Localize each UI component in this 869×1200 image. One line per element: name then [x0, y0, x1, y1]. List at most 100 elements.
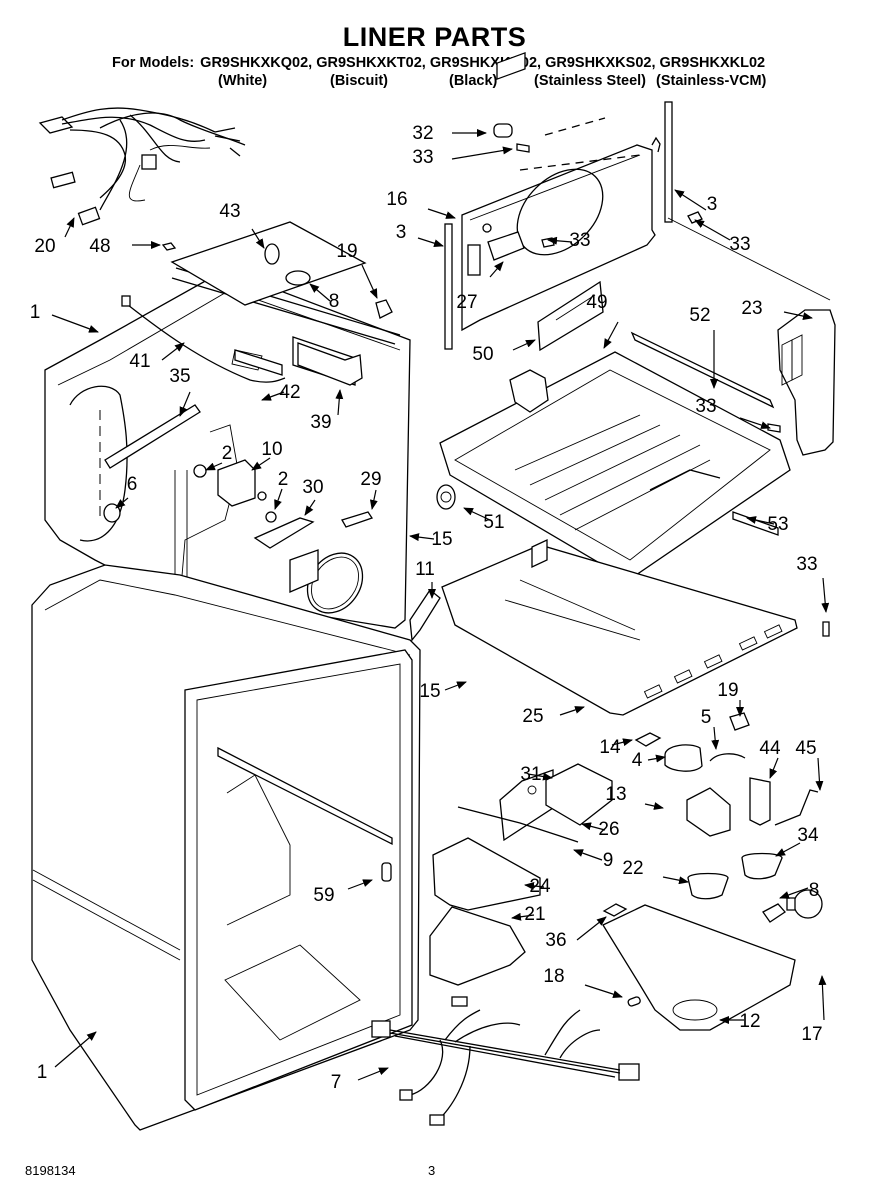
- lever: [774, 789, 819, 826]
- callout-lever: 45: [795, 738, 824, 791]
- leader-arrow: [179, 391, 191, 417]
- callout-number: 49: [586, 292, 607, 313]
- leader-arrow: [547, 236, 573, 245]
- callout-number: 10: [261, 439, 282, 460]
- leader-arrow: [451, 146, 513, 160]
- callout-screw: 33: [694, 219, 751, 255]
- callout-nut: 2: [205, 443, 233, 471]
- cover: [537, 280, 604, 352]
- callout-number: 59: [313, 885, 334, 906]
- dispenser-base: [602, 904, 796, 1031]
- leader-arrow: [511, 912, 535, 921]
- leader-arrow: [694, 219, 731, 241]
- model-variant: (Black): [449, 73, 498, 89]
- models-label: For Models:: [112, 55, 195, 71]
- callout-module: 26: [581, 819, 620, 840]
- callout-number: 34: [797, 825, 819, 846]
- callout-number: 17: [801, 1024, 822, 1045]
- model-variant: (Stainless-VCM): [656, 73, 767, 89]
- leader-arrow: [205, 462, 223, 471]
- model-number: GR9SHKXKT02: [316, 55, 422, 71]
- leader-arrow: [662, 876, 689, 885]
- callout-number: 53: [767, 514, 788, 535]
- callout-number: 44: [759, 738, 781, 759]
- callout-bracket: 29: [360, 469, 382, 510]
- callout-number: 1: [37, 1062, 48, 1083]
- leader-arrow: [524, 881, 545, 890]
- leader-arrow: [821, 577, 830, 613]
- callout-dispenser-base: 12: [719, 1011, 761, 1032]
- plug: [381, 862, 392, 882]
- leader-arrow: [347, 879, 373, 890]
- callout-bracket: 27: [456, 261, 504, 313]
- leader-arrow: [335, 389, 344, 416]
- leader-arrow: [584, 984, 623, 999]
- callout-number: 39: [310, 412, 331, 433]
- callout-number: 2: [222, 443, 233, 464]
- leader-arrow: [417, 237, 444, 248]
- callout-rail-upper: 52: [689, 305, 718, 389]
- wire-harness-lower: [371, 996, 640, 1126]
- clip: [161, 242, 662, 747]
- leader-arrow: [251, 457, 271, 471]
- callout-number: 13: [605, 784, 626, 805]
- callout-bulb: 17: [801, 975, 827, 1045]
- leader-arrow: [304, 499, 316, 516]
- cap: [493, 123, 513, 138]
- module: [545, 763, 613, 826]
- callout-number: 3: [396, 222, 407, 243]
- cup: [687, 852, 783, 900]
- callout-number: 20: [34, 236, 55, 257]
- air-duct: [777, 309, 836, 456]
- callout-screw: 33: [796, 554, 830, 613]
- callout-number: 43: [219, 201, 240, 222]
- leader-arrow: [739, 417, 771, 429]
- model-variant: (Stainless Steel): [534, 73, 647, 89]
- switch: [375, 299, 750, 731]
- callout-number: 31: [520, 764, 541, 785]
- callout-label: 42: [261, 382, 301, 403]
- callout-number: 29: [360, 469, 381, 490]
- callout-air-duct: 23: [741, 298, 813, 321]
- floor-panel: [441, 538, 798, 716]
- rail-upper: [630, 331, 775, 409]
- ice-tray-shelf: [439, 351, 791, 579]
- page-number: 3: [428, 1163, 436, 1178]
- socket: [285, 270, 786, 923]
- leader-arrow: [51, 314, 99, 333]
- callout-number: 11: [415, 559, 435, 580]
- liner-lower: [31, 564, 421, 1131]
- callout-number: 5: [701, 707, 712, 728]
- callout-number: 4: [632, 750, 643, 771]
- callout-cover-plate: 31: [520, 764, 553, 785]
- callout-number: 14: [599, 737, 621, 758]
- solenoid: [686, 787, 731, 837]
- callout-solenoid: 13: [605, 784, 664, 810]
- page-title: LINER PARTS: [342, 22, 527, 52]
- callout-number: 6: [127, 474, 138, 495]
- callout-control: 10: [251, 439, 283, 471]
- grommet: [709, 753, 746, 762]
- callout-bracket: 35: [169, 366, 191, 417]
- callout-number: 15: [419, 681, 440, 702]
- callout-number: 33: [729, 234, 750, 255]
- light-housing: [297, 342, 363, 386]
- leader-arrow: [463, 507, 491, 521]
- leader-arrow: [576, 916, 607, 941]
- model-number: GR9SHKXKL02: [659, 55, 766, 71]
- callout-number: 23: [741, 298, 762, 319]
- callout-duct: 21: [511, 904, 546, 925]
- leader-arrow: [409, 533, 435, 542]
- callout-cup: 22: [622, 858, 689, 885]
- leader-arrow: [64, 217, 75, 238]
- callout-wire-harness-lower: 7: [331, 1067, 389, 1093]
- leader-arrow: [775, 842, 801, 857]
- callout-heater: 9: [573, 849, 613, 871]
- callout-nut: 2: [274, 469, 288, 510]
- callout-number: 35: [169, 366, 190, 387]
- callout-screw: 33: [547, 230, 591, 251]
- heater: [457, 806, 579, 843]
- actuator: [749, 777, 771, 826]
